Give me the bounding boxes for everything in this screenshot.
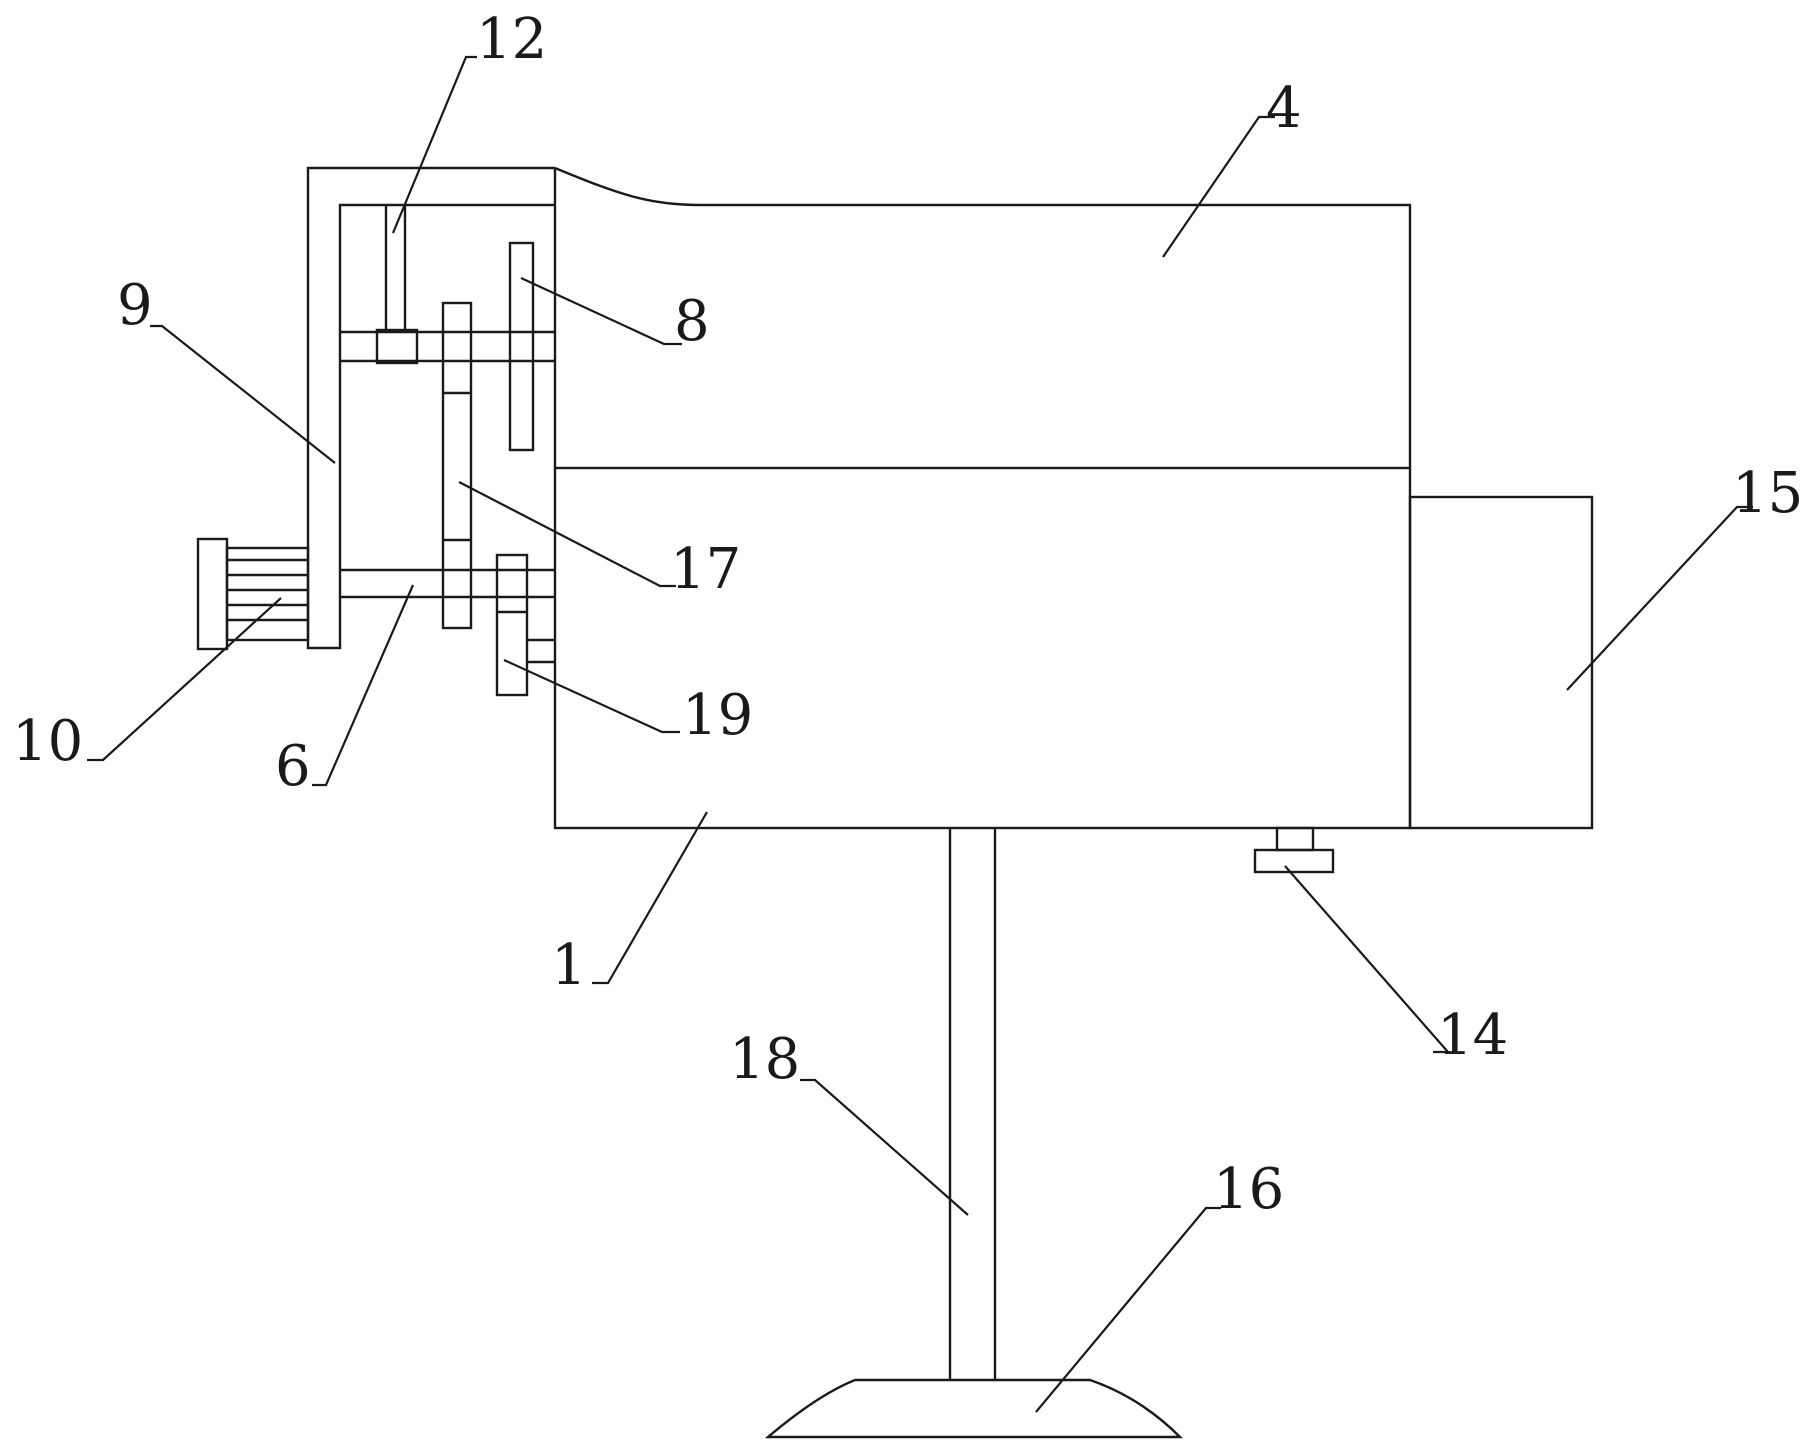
leader-lines — [87, 55, 1753, 1413]
callout-15: 15 — [1732, 461, 1803, 526]
motor-end-cap — [196, 537, 229, 651]
diagram-parts — [196, 166, 1594, 1439]
nozzle-head — [1253, 848, 1335, 874]
callout-16: 16 — [1213, 1157, 1284, 1222]
rod-coupling — [375, 328, 419, 365]
callout-10: 10 — [12, 709, 83, 774]
callout-18: 18 — [729, 1027, 800, 1092]
callout-14: 14 — [1437, 1003, 1508, 1068]
side-box — [1408, 495, 1594, 830]
callout-9: 9 — [117, 273, 153, 338]
callout-6: 6 — [275, 734, 311, 799]
motor-body — [225, 546, 310, 642]
callout-8: 8 — [674, 289, 710, 354]
callout-12: 12 — [476, 7, 547, 72]
callout-19: 19 — [682, 683, 753, 748]
plate — [508, 241, 535, 452]
base-foot — [764, 1378, 1183, 1439]
callout-17: 17 — [670, 537, 741, 602]
upper-body — [554, 166, 1412, 468]
left-frame — [306, 166, 555, 650]
nozzle-stem — [1275, 826, 1315, 852]
transmission-belt — [441, 301, 473, 630]
callout-4: 4 — [1266, 76, 1302, 141]
callout-1: 1 — [551, 933, 587, 998]
gear — [495, 553, 529, 697]
main-housing — [553, 466, 1412, 830]
callout-labels: 1 4 6 8 9 10 12 14 15 16 17 18 19 — [12, 7, 1803, 1222]
